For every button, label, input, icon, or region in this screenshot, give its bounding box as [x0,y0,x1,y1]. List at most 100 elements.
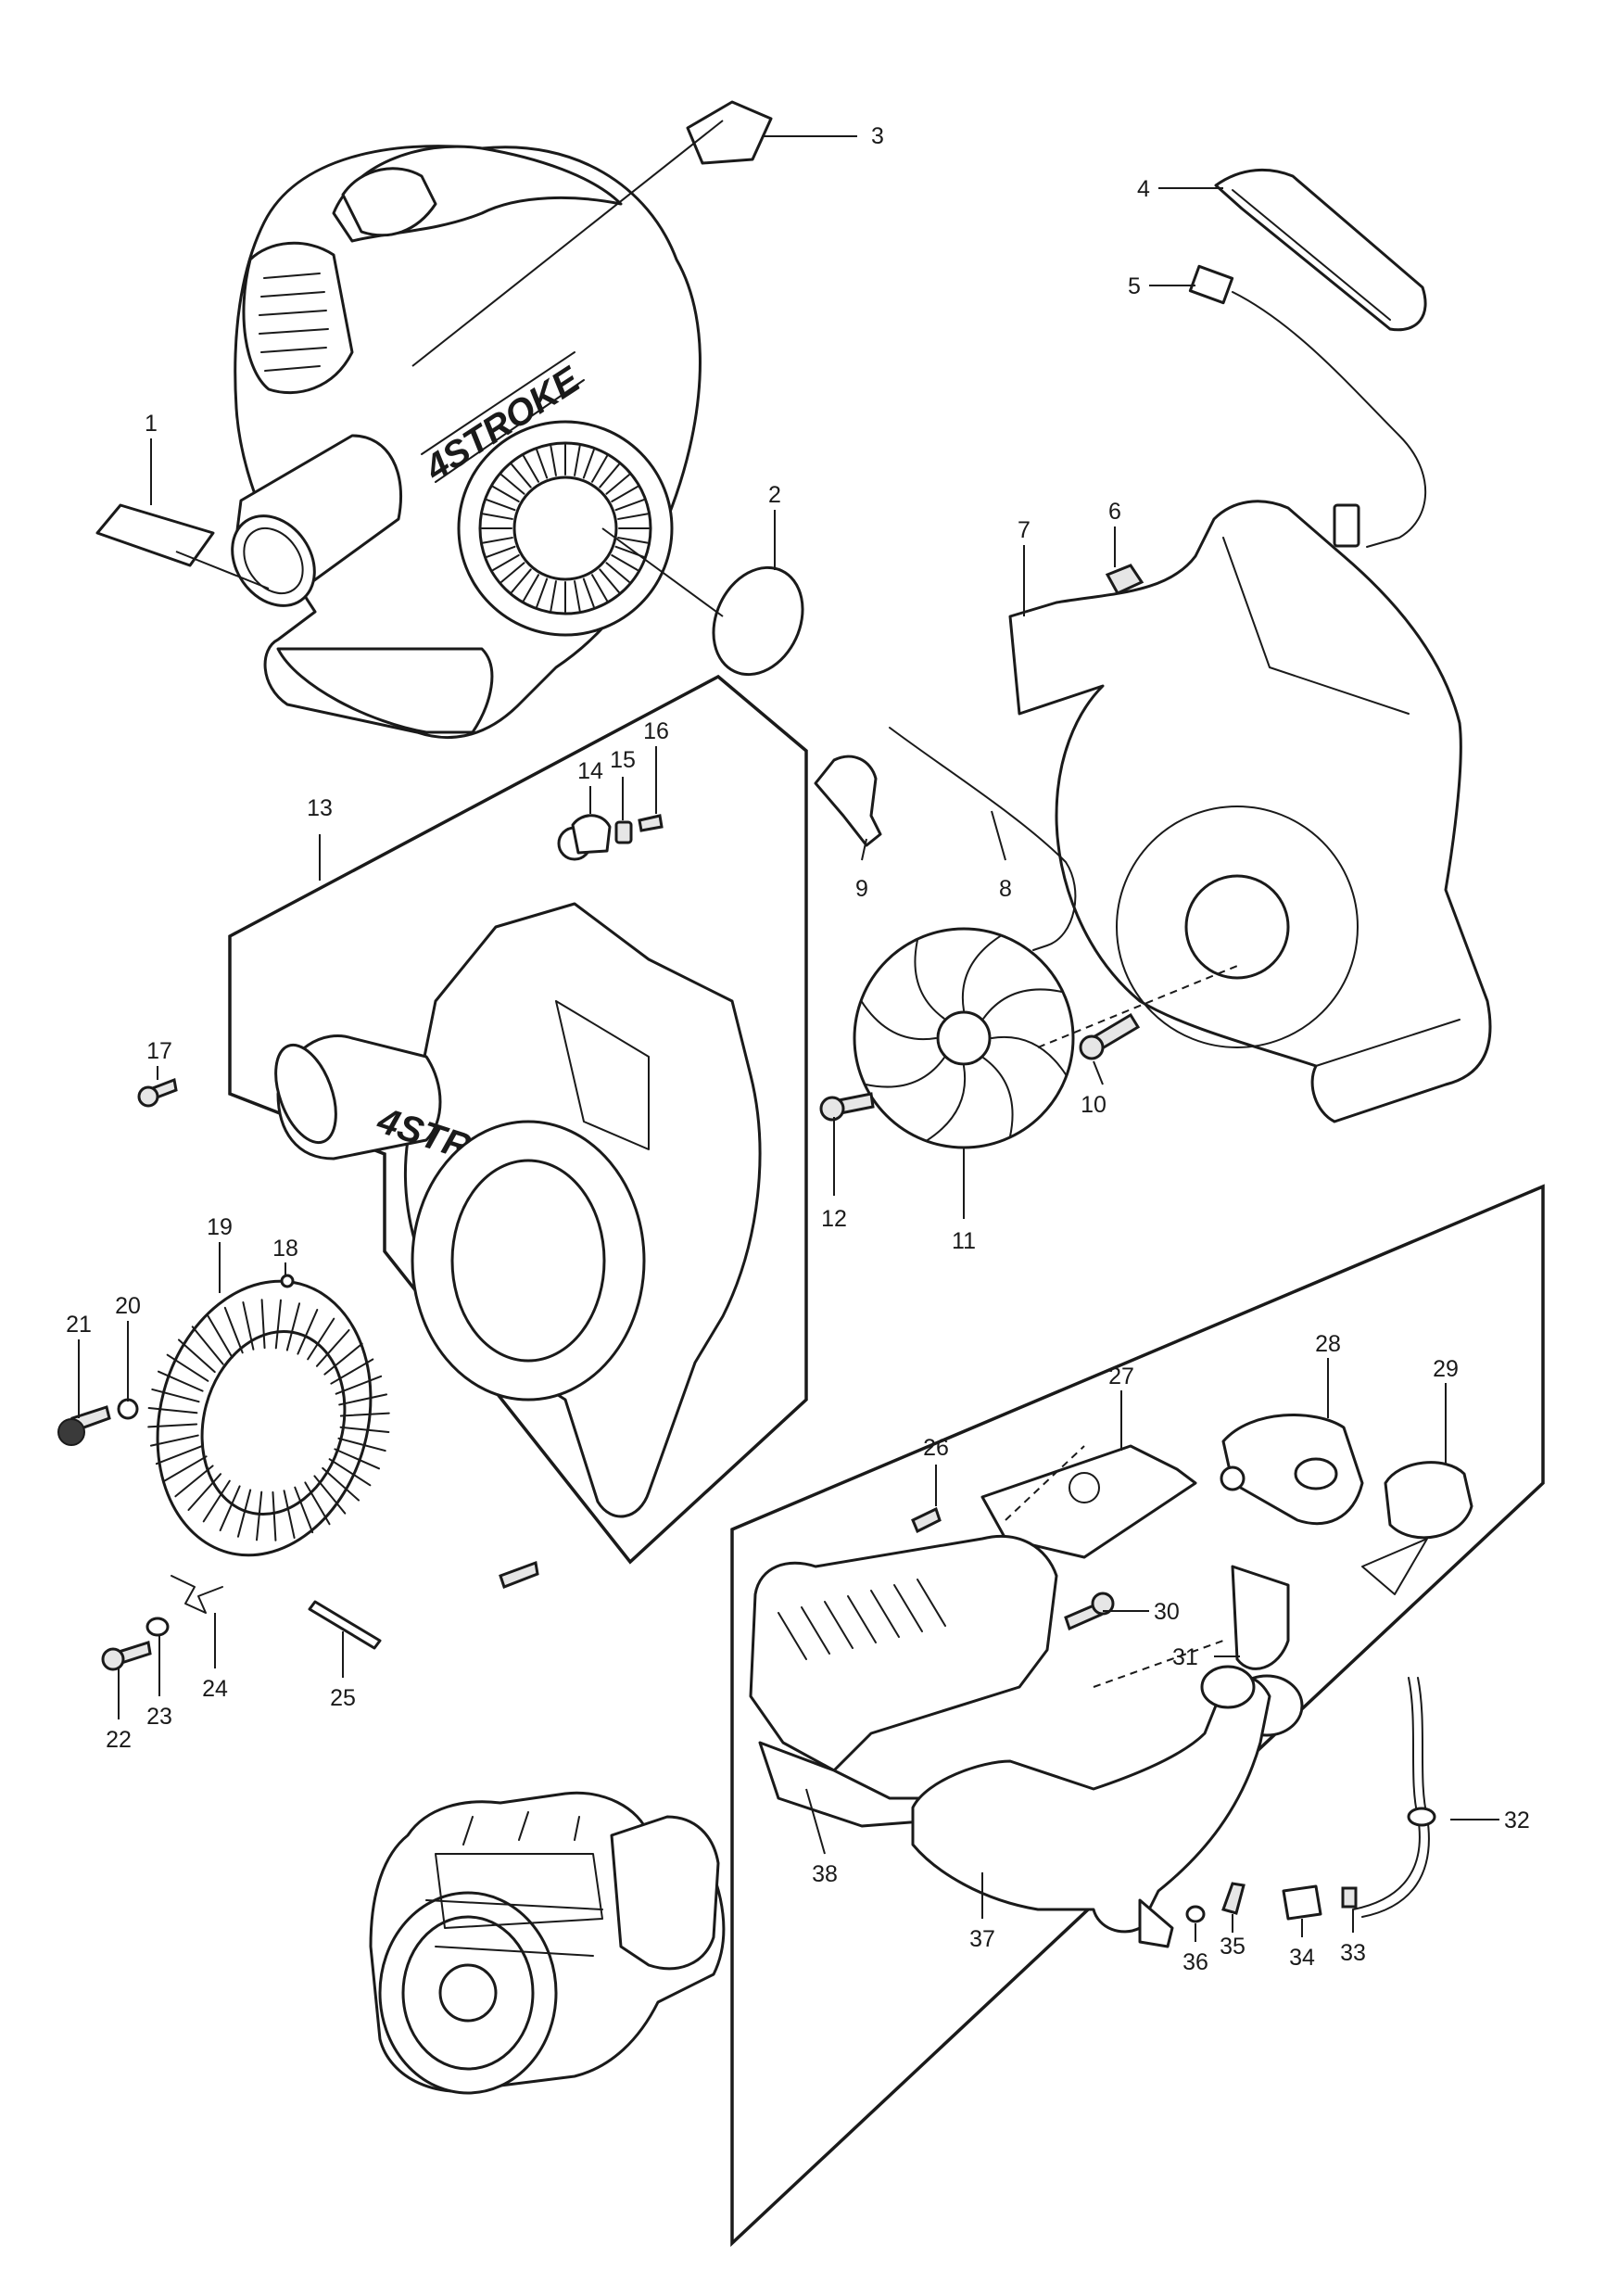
callout-24: 24 [202,1676,228,1702]
part-33-clip [1341,1886,1358,1909]
fin-line [315,1328,350,1367]
part-22-screw-head [101,1647,125,1671]
fin-line [536,449,549,479]
fin-line [330,1358,374,1385]
assembled-blower: 4STROKE [231,145,702,740]
callout-17: 17 [146,1038,172,1064]
fin-line [482,537,513,544]
shroud-fin [801,1606,830,1655]
part-10-screw-head [1079,1034,1105,1060]
callout-21: 21 [66,1312,92,1338]
callout-9: 9 [855,876,868,902]
part-34-filter [1282,1884,1322,1921]
fin-line [486,545,516,558]
fin-line [285,1302,301,1351]
callout-4: 4 [1137,176,1150,202]
fin-line [599,568,620,593]
fin-line [147,1407,198,1414]
part-3-pad [686,100,773,165]
shroud-fin [847,1595,877,1643]
part-15-spring [614,820,633,844]
fin-line [511,568,532,593]
fin-line [260,1299,266,1350]
fin-line [550,445,557,476]
shroud-fin [824,1601,854,1649]
callout-26: 26 [923,1435,949,1461]
fin-line [500,474,525,495]
fin-line [328,1458,372,1487]
fin-line [339,1412,390,1417]
callout-7: 7 [1018,517,1031,543]
dashed-guides [1005,963,1243,1688]
shroud-fin [870,1590,900,1638]
part-29-fuel-cap [1384,1461,1473,1540]
callout-38: 38 [812,1861,838,1887]
fin-line [155,1445,203,1465]
fin-line [523,455,539,483]
fin-line [322,1466,360,1502]
fin-line [283,1490,296,1540]
fin-line [582,577,595,608]
fin-line [492,554,520,571]
fin-line [500,562,525,583]
part-21-screw-head [57,1418,85,1446]
callout-16: 16 [643,718,669,744]
fin-line [219,1485,241,1532]
fin-line [550,580,557,612]
fin-line [591,455,608,483]
fin-line [611,486,639,502]
fin-line [147,1423,198,1428]
callout-2: 2 [768,482,781,508]
callout-20: 20 [115,1293,141,1319]
fin-line [605,474,630,495]
part-4-grip [1214,168,1427,332]
fin-line [599,463,620,488]
fin-line [274,1299,282,1350]
fan-blade [961,934,1003,1011]
shroud-fin [917,1579,946,1627]
part-32-fuel-line [1352,1677,1421,1910]
part-8-throttle-cable [889,727,1077,951]
fin-line [207,1314,234,1359]
part-6-clip [1105,564,1144,595]
fin-line [511,463,532,488]
part-23-washer [145,1617,170,1637]
fin-line [256,1490,263,1541]
callout-14: 14 [577,758,603,784]
part-28-elbow [1221,1414,1364,1526]
callout-35: 35 [1220,1934,1246,1960]
fin-line [337,1437,386,1452]
part-13-housing-group: 4STROKE [228,674,808,1565]
fin-line [614,499,645,512]
fin-line [151,1388,200,1403]
engine-group-frame [730,1184,1545,2248]
callout-23: 23 [146,1704,172,1730]
callout-3: 3 [871,123,884,149]
callout-10: 10 [1081,1092,1106,1118]
callout-numbers: 1 2 3 4 5 6 7 8 9 10 11 12 13 14 15 16 1… [66,123,1530,1975]
part-2-seal [712,565,804,677]
fin-line [338,1393,388,1406]
fin-line [157,1370,204,1392]
part-36-washer [1185,1905,1206,1923]
callout-22: 22 [106,1727,132,1753]
fin-line [486,499,516,512]
leader-lines [78,120,1499,1942]
part-12-screw-head [819,1096,845,1122]
fin-line [339,1426,390,1433]
part-7-rear-housing [1008,500,1492,1123]
part-17-screw-head [137,1085,159,1108]
callout-30: 30 [1154,1599,1180,1625]
part-5-stop-switch [1188,264,1427,548]
fan-blade [925,1065,967,1142]
fin-line [307,1317,335,1361]
part-31-gasket [1231,1565,1290,1670]
fin-line [294,1486,314,1534]
fan-blade [991,1035,1068,1077]
fin-line [297,1308,319,1355]
callout-28: 28 [1315,1331,1341,1357]
fin-line [536,577,549,608]
part-25-pin [308,1600,382,1650]
fin-line [174,1465,214,1498]
callout-31: 31 [1172,1644,1198,1670]
